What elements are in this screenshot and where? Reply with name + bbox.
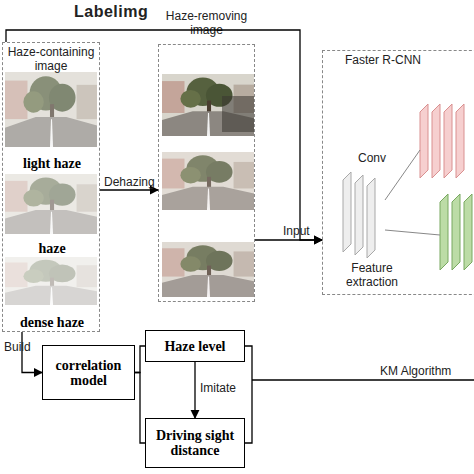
haze-overlay — [5, 257, 97, 305]
layer-link — [385, 150, 420, 200]
pooling-layer — [440, 194, 448, 270]
haze-overlay — [5, 72, 97, 147]
node-caption: Feature extraction — [331, 261, 413, 289]
node-label: Conv — [358, 151, 386, 165]
rpn-layer — [432, 104, 440, 178]
node-label: Haze-removing image — [159, 9, 254, 37]
edge-label: Labelimg — [74, 3, 148, 21]
conv-layer — [343, 172, 351, 252]
connector-arrow — [6, 30, 322, 240]
scene-image — [5, 257, 97, 305]
edge-label: Build — [4, 340, 31, 354]
process-box: correlation model — [42, 345, 135, 400]
conv-layer — [367, 178, 375, 258]
node-label: light haze — [23, 156, 81, 171]
rpn-layer — [456, 104, 464, 178]
scene-image — [5, 72, 97, 147]
image-panel: ConvFeature extraction — [331, 151, 413, 289]
edge-label: Imitate — [200, 381, 236, 395]
node-label: Haze level — [164, 339, 225, 354]
line-label: KM Algorithm — [380, 364, 451, 378]
node-label: Haze-containing image — [5, 45, 97, 73]
scene-image — [162, 74, 254, 136]
image-panel: light haze — [6, 73, 98, 171]
scene-image — [162, 152, 254, 210]
connector-arrow — [255, 239, 322, 240]
bracket — [245, 346, 252, 443]
node-label: haze — [38, 241, 65, 256]
node-label: Driving sight distance — [146, 428, 244, 458]
edge-label: Input — [283, 224, 310, 238]
scene-image — [162, 242, 254, 297]
node-label: correlation model — [43, 358, 134, 388]
haze-overlay — [162, 152, 254, 210]
haze-overlay — [5, 174, 97, 234]
connector-arrow — [135, 373, 145, 444]
process-box: Faster R-CNN ConvFeature extraction — [322, 50, 474, 295]
process-box: Haze-containing image light haze haze dense… — [2, 42, 100, 332]
haze-overlay — [162, 242, 254, 297]
edge-label: Dehazing — [104, 175, 155, 189]
rpn-layer — [444, 104, 452, 178]
connector-arrow — [135, 346, 145, 373]
node-label: dense haze — [20, 315, 84, 330]
conv-layer — [355, 175, 363, 255]
scene-image — [5, 174, 97, 234]
process-box: Haze-removing image — [158, 44, 255, 302]
image-panel: dense haze — [6, 258, 98, 330]
process-box: Driving sight distance — [145, 418, 245, 468]
pooling-layer — [464, 194, 472, 270]
connector-arrow — [194, 362, 195, 418]
km-line — [252, 379, 474, 380]
node-label: Faster R-CNN — [345, 53, 421, 67]
connector-arrow — [100, 189, 158, 190]
pooling-layer — [452, 194, 460, 270]
image-patch — [222, 96, 254, 132]
image-panel: haze — [6, 175, 98, 256]
process-box: Haze level — [145, 330, 245, 362]
layer-link — [385, 230, 440, 235]
rpn-layer — [420, 104, 428, 178]
